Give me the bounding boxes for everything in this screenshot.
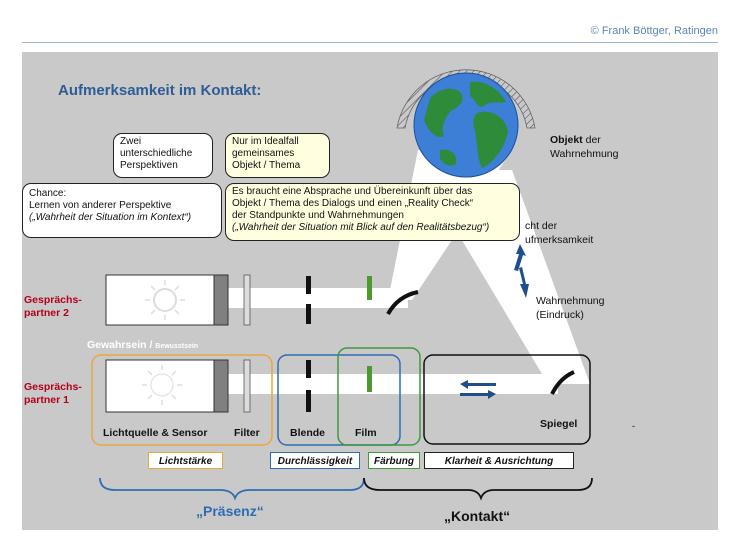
aperture-top-2 (306, 276, 311, 294)
frame-mirror (423, 354, 591, 445)
note-line: der Standpunkte und Wahrnehmungen (232, 210, 404, 221)
note-line: Zwei (120, 136, 142, 147)
object-label: Objekt der Wahrnehmung (550, 133, 618, 161)
perception-label: Wahrnehmung (Eindruck) (536, 294, 604, 322)
double-arrow-diagonal-perception (519, 267, 529, 298)
partner-2-label: Gesprächs- partner 2 (24, 294, 82, 320)
tag-clarity: Klarheit & Ausrichtung (424, 452, 574, 469)
double-arrow-diagonal-attention (514, 244, 526, 271)
globe-icon (413, 72, 519, 178)
sun-icon-2 (153, 288, 177, 312)
awareness-main: Gewahrsein / (87, 339, 156, 351)
sun-rays-1 (142, 365, 182, 405)
note-line: Perspektiven (120, 160, 178, 171)
attention-label: cht der ufmerksamkeit (525, 219, 593, 247)
awareness-label: Gewahrsein / Bewusstsein (87, 339, 198, 351)
note-two-perspectives: Zwei unterschiedliche Perspektiven (113, 133, 213, 178)
note-line: („Wahrheit der Situation im Kontext“) (29, 212, 215, 224)
object-label-bold: Objekt (550, 134, 583, 146)
object-label-line2: Wahrnehmung (550, 148, 619, 160)
mirror-1 (550, 370, 575, 395)
note-line: Chance: (29, 188, 67, 199)
partner-line: Gesprächs- (24, 294, 82, 306)
partner-line: partner 1 (24, 394, 69, 406)
sun-icon-1 (150, 373, 174, 397)
filter-2 (243, 274, 251, 326)
section-presence: „Präsenz“ (196, 503, 264, 519)
object-label-rest: der (582, 134, 601, 146)
note-line: Es braucht eine Absprache und Übereinkun… (232, 186, 473, 197)
perception-line: (Eindruck) (536, 309, 584, 321)
sun-rays-2 (145, 280, 185, 320)
note-line: Nur im Idealfall (232, 136, 299, 147)
aperture-bottom-2 (306, 304, 311, 324)
attention-line: cht der (525, 220, 558, 232)
note-italic-line: („Wahrheit der Situation im Kontext“) (29, 212, 192, 223)
label-filter: Filter (234, 427, 260, 439)
note-line: Objekt / Thema des Dialogs und einen „Re… (232, 198, 474, 209)
brace-contact (363, 477, 593, 501)
note-line: Objekt / Thema (232, 160, 301, 171)
double-arrow-horizontal (460, 380, 496, 399)
frame-film (337, 347, 421, 446)
aperture-bottom-1 (306, 390, 311, 412)
mirror-2 (386, 290, 419, 316)
label-aperture: Blende (290, 427, 326, 439)
attention-line: ufmerksamkeit (525, 234, 594, 246)
filter-1 (243, 359, 251, 413)
label-light-sensor: Lichtquelle & Sensor (103, 427, 208, 439)
note-line: gemeinsames (232, 148, 295, 159)
aperture-top-1 (306, 360, 311, 378)
tag-permeability: Durchlässigkeit (270, 452, 360, 469)
note-agreement: Es braucht eine Absprache und Übereinkun… (225, 183, 520, 241)
sensor-2 (213, 274, 229, 326)
perception-line: Wahrnehmung (536, 295, 605, 307)
frame-light-filter (91, 354, 273, 446)
note-italic-line: („Wahrheit der Situation mit Blick auf d… (232, 222, 490, 233)
partner-line: partner 2 (24, 307, 69, 319)
copyright: © Frank Böttger, Ratingen (590, 25, 718, 37)
label-mirror: Spiegel (540, 418, 578, 430)
beam-row-2 (228, 288, 408, 308)
awareness-small: Bewusstsein (155, 343, 199, 350)
note-line: („Wahrheit der Situation mit Blick auf d… (232, 222, 513, 234)
beam-row-1 (228, 374, 558, 394)
page-title: Aufmerksamkeit im Kontakt: (58, 82, 262, 99)
dash-mark: - (632, 421, 635, 431)
film-1 (367, 366, 372, 392)
note-chance: Chance: Lernen von anderer Perspektive (… (22, 183, 222, 238)
section-contact: „Kontakt“ (444, 508, 511, 524)
brace-presence (99, 477, 365, 501)
frame-aperture (277, 354, 401, 446)
top-divider (22, 42, 718, 43)
partner-line: Gesprächs- (24, 381, 82, 393)
note-line: Lernen von anderer Perspektive (29, 200, 172, 211)
film-2 (367, 276, 372, 300)
tag-intensity: Lichtstärke (148, 452, 223, 469)
tag-coloring: Färbung (368, 452, 420, 469)
partner-1-label: Gesprächs- partner 1 (24, 381, 82, 407)
note-ideal-case: Nur im Idealfall gemeinsames Objekt / Th… (225, 133, 330, 178)
sensor-1 (213, 359, 229, 413)
label-film: Film (355, 427, 377, 439)
note-line: unterschiedliche (120, 148, 193, 159)
